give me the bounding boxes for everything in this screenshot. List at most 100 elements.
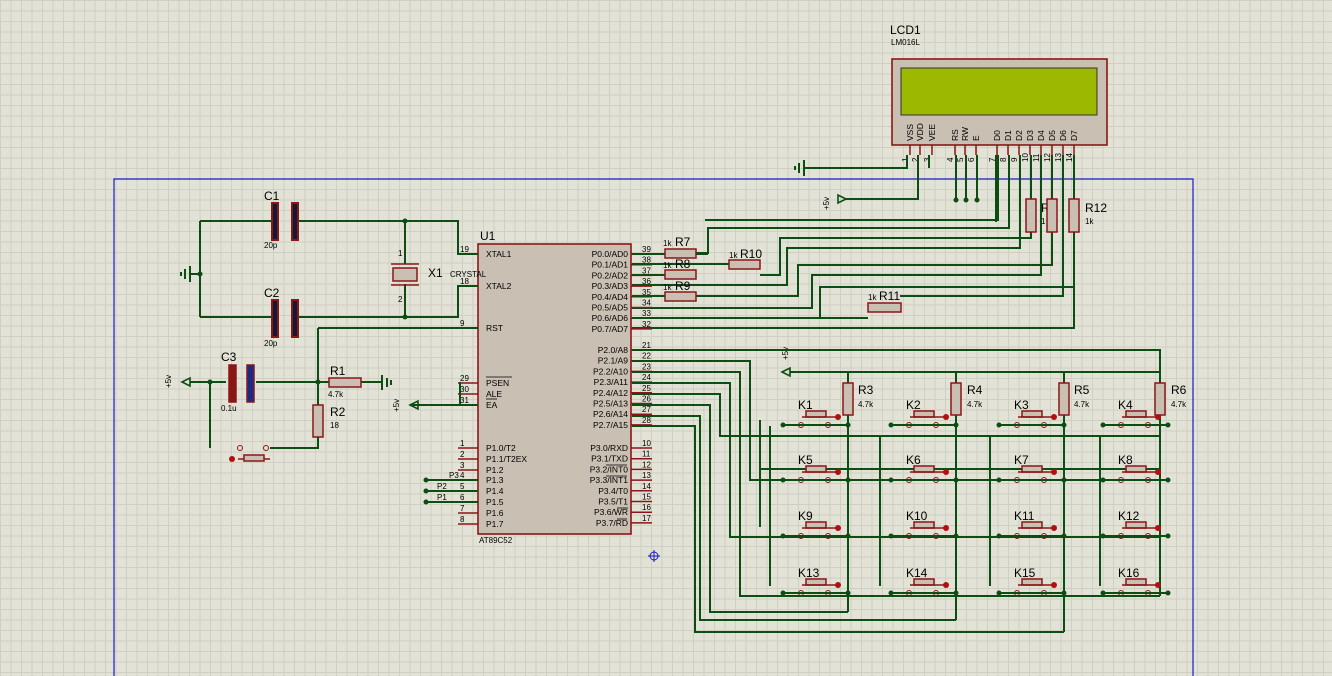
r6-ref: R6 [1171, 383, 1187, 397]
mcu-pin-number: 6 [460, 493, 465, 502]
mcu-pin-number: 21 [642, 341, 651, 350]
resistor-r12[interactable]: R12 1k [1068, 198, 1107, 233]
lcd-model: LM016L [891, 38, 920, 47]
key-label: K6 [906, 453, 921, 467]
lcd-pin-number: 2 [911, 157, 920, 162]
net-p3: P3 [449, 471, 459, 480]
key-cap [1021, 521, 1043, 529]
key-k5[interactable]: K5 [780, 453, 851, 483]
mcu-pin-number: 34 [642, 299, 651, 308]
key-cap [913, 521, 935, 529]
mcu-pin-name: P3.6/WR [594, 507, 628, 517]
key-k2[interactable]: K2 [888, 398, 959, 428]
capacitor-c1[interactable]: C1 20p [264, 189, 299, 250]
r4-value: 4.7k [967, 400, 983, 409]
mcu-pin-number: 30 [460, 385, 469, 394]
mcu-pin-name: P0.4/AD4 [592, 292, 629, 302]
mcu-pin-number: 15 [642, 493, 651, 502]
resistor-r1[interactable]: R1 4.7k [328, 364, 362, 399]
mcu-pin-name: P0.5/AD5 [592, 303, 629, 313]
key-junction [888, 422, 894, 428]
cursor-marker [648, 550, 660, 562]
resistor-r4[interactable]: R4 4.7k [950, 382, 983, 416]
c1-value: 20p [264, 241, 278, 250]
resistor-r9[interactable]: 1k R9 [663, 279, 697, 302]
key-junction [953, 590, 959, 596]
resistor-r8[interactable]: 1k R8 [663, 257, 697, 280]
resistor-r11[interactable]: 1k R11 [867, 289, 902, 313]
mcu-pin-name: P3.7/RD [596, 518, 628, 528]
key-junction [953, 477, 959, 483]
resistor-r6[interactable]: R6 4.7k [1154, 382, 1187, 416]
resistor-r7[interactable]: 1k R7 [663, 235, 697, 259]
r8-ref: R8 [675, 257, 691, 271]
key-cap [1021, 465, 1043, 473]
sheet-border [113, 178, 1194, 676]
key-cap [1125, 410, 1147, 418]
lcd-pin-name: D2 [1014, 130, 1024, 141]
key-junction [1165, 533, 1171, 539]
lcd-pin-number: 11 [1032, 153, 1041, 162]
resistor-r5[interactable]: R5 4.7k [1058, 382, 1090, 416]
lcd-pin-number: 12 [1043, 153, 1052, 162]
key-k16[interactable]: K16 [1100, 566, 1171, 596]
lcd-pin-number: 5 [956, 157, 965, 162]
mcu-pin-number: 26 [642, 395, 651, 404]
capacitor-c3[interactable]: C3 0.1u [221, 350, 255, 413]
mcu-pin-number: 16 [642, 503, 651, 512]
c2-value: 20p [264, 339, 278, 348]
power-labels: +5v +5v +5v +5v [164, 197, 831, 412]
key-probe-dot [1155, 469, 1161, 475]
resistor-r3[interactable]: R3 4.7k [842, 382, 874, 416]
mcu-pin-name: P3.2/INT0 [590, 464, 629, 474]
mcu-pin-name: P1.0/T2 [486, 443, 516, 453]
lcd-wiring [632, 155, 1075, 329]
lcd-pin-number: 7 [988, 157, 997, 162]
lcd-pin-number: 3 [923, 157, 932, 162]
key-junction [888, 533, 894, 539]
key-k14[interactable]: K14 [888, 566, 959, 596]
mcu-pin-name: P2.2/A10 [593, 366, 628, 376]
mcu-pin-name: P3.0/RXD [590, 443, 628, 453]
key-junction [1165, 590, 1171, 596]
crystal-x1[interactable]: X1 CRYSTAL 1 2 [391, 249, 487, 304]
key-k13[interactable]: K13 [780, 566, 851, 596]
key-junction [1061, 590, 1067, 596]
key-probe-dot [943, 582, 949, 588]
resistor-r10[interactable]: 1k R10 [728, 247, 762, 270]
r1-ref: R1 [330, 364, 346, 378]
key-k11[interactable]: K11 [996, 509, 1067, 539]
resistor-lcd-d3[interactable]: R 1 [1025, 198, 1050, 233]
key-k4[interactable]: K4 [1100, 398, 1171, 428]
lcd-module[interactable]: LCD1 LM016L VSS1VDD2VEE3RS4RW5E6D07D18D2… [890, 23, 1108, 162]
key-junction [1100, 477, 1106, 483]
key-k7[interactable]: K7 [996, 453, 1067, 483]
key-k12[interactable]: K12 [1100, 509, 1171, 539]
r11-ref: R11 [879, 289, 900, 303]
resistor-r2[interactable]: R2 18 [312, 404, 346, 438]
key-k9[interactable]: K9 [780, 509, 851, 539]
mcu-pin-number: 32 [642, 320, 651, 329]
key-k8[interactable]: K8 [1100, 453, 1171, 483]
key-k6[interactable]: K6 [888, 453, 959, 483]
key-cap [1021, 578, 1043, 586]
resistor-lcd-d5[interactable] [1046, 198, 1058, 233]
key-k1[interactable]: K1 [780, 398, 851, 428]
mcu-pin-name: P2.6/A14 [593, 409, 628, 419]
mcu-pin-name: P2.4/A12 [593, 388, 628, 398]
port0-wiring [632, 253, 868, 319]
key-probe-dot [835, 414, 841, 420]
lcd-pin-name: D4 [1036, 130, 1046, 141]
mcu-pin-number: 38 [642, 256, 651, 265]
key-k3[interactable]: K3 [996, 398, 1067, 428]
key-k10[interactable]: K10 [888, 509, 959, 539]
capacitor-c2[interactable]: C2 20p [264, 286, 299, 348]
mcu-pin-name: XTAL1 [486, 249, 512, 259]
key-k15[interactable]: K15 [996, 566, 1067, 596]
reset-button[interactable] [229, 445, 270, 463]
lcd-pin-name: RW [960, 127, 970, 141]
key-cap [913, 410, 935, 418]
